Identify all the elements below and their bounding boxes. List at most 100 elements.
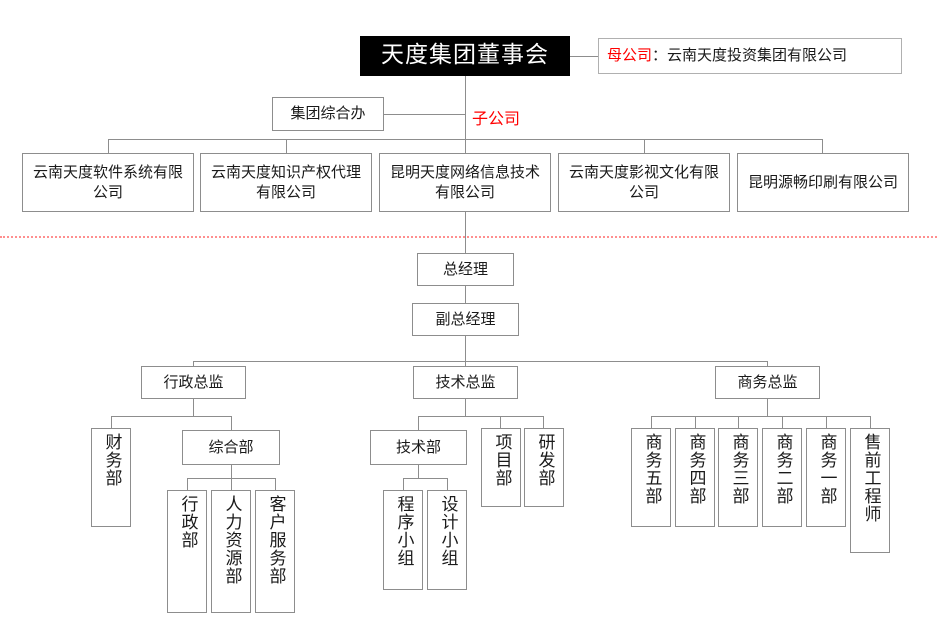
subsidiary-label-1: 云南天度软件系统有限公司	[33, 163, 184, 201]
connector-subsidiary-drop-3	[465, 139, 466, 153]
subsidiary-box-3[interactable]: 昆明天度网络信息技术有限公司	[379, 153, 551, 212]
general-manager-label: 总经理	[442, 259, 488, 278]
customer-service-dept-label: 客户服务部	[265, 495, 286, 585]
general-manager-box[interactable]: 总经理	[417, 253, 514, 286]
connector-tech-drop-dept	[418, 416, 419, 430]
board-header-box[interactable]: 天度集团董事会	[360, 36, 570, 76]
director-box-business[interactable]: 商务总监	[715, 366, 820, 399]
program-group-box[interactable]: 程序小组	[383, 490, 423, 590]
connector-subsidiary-drop-1	[108, 139, 109, 153]
connector-tech-child-drop-2	[447, 478, 448, 490]
director-box-admin[interactable]: 行政总监	[141, 366, 246, 399]
connector-subsidiary-drop-2	[286, 139, 287, 153]
director-label-business: 商务总监	[737, 372, 798, 391]
connector-ga-drop-1	[187, 478, 188, 490]
finance-dept-box[interactable]: 财务部	[91, 428, 131, 527]
subsidiary-label-4: 云南天度影视文化有限公司	[569, 163, 720, 201]
presales-engineer-label: 售前工程师	[860, 433, 881, 523]
business-unit-label-5: 商务五部	[641, 433, 662, 505]
subsidiary-note-label: 子公司	[472, 109, 521, 128]
admin-dept-label: 行政部	[177, 495, 198, 549]
connector-ga-drop-2	[231, 478, 232, 490]
connector-dgm-spine	[465, 336, 466, 361]
connector-tech-child-drop-1	[403, 478, 404, 490]
program-group-label: 程序小组	[393, 495, 414, 567]
tech-dept-label: 技术部	[395, 437, 441, 456]
deputy-general-manager-box[interactable]: 副总经理	[412, 303, 519, 336]
connector-admin-drop-general-affairs	[231, 416, 232, 430]
connector-admin-drop-finance	[111, 416, 112, 428]
group-office-label: 集团综合办	[290, 104, 366, 123]
parent-company-separator: ：	[652, 46, 668, 65]
connector-tech-bus	[418, 416, 543, 417]
parent-company-tag: 母公司	[607, 46, 653, 65]
connector-directors-bus	[193, 361, 767, 362]
board-header-label: 天度集团董事会	[381, 42, 549, 69]
connector-tech-drop-project	[500, 416, 501, 428]
admin-dept-box[interactable]: 行政部	[167, 490, 207, 613]
connector-business-drop-1	[651, 416, 652, 428]
connector-subsidiary-drop-5	[822, 139, 823, 153]
connector-tech-drop-rd	[543, 416, 544, 428]
parent-company-value: 云南天度投资集团有限公司	[667, 46, 848, 65]
connector-tech-spine	[465, 399, 466, 416]
hr-dept-label: 人力资源部	[221, 495, 242, 585]
connector-to-general-manager	[465, 212, 466, 254]
rd-dept-label: 研发部	[534, 433, 555, 487]
finance-dept-label: 财务部	[101, 433, 122, 487]
connector-director-drop-3	[767, 361, 768, 366]
director-box-tech[interactable]: 技术总监	[413, 366, 518, 399]
design-group-box[interactable]: 设计小组	[427, 490, 467, 590]
subsidiary-box-5[interactable]: 昆明源畅印刷有限公司	[737, 153, 909, 212]
business-unit-box-4[interactable]: 商务四部	[675, 428, 715, 527]
subsidiary-box-2[interactable]: 云南天度知识产权代理有限公司	[200, 153, 372, 212]
customer-service-dept-box[interactable]: 客户服务部	[255, 490, 295, 613]
subsidiary-label-2: 云南天度知识产权代理有限公司	[211, 163, 362, 201]
business-unit-box-2[interactable]: 商务二部	[762, 428, 802, 527]
tech-dept-box[interactable]: 技术部	[370, 430, 467, 465]
director-label-tech: 技术总监	[435, 372, 496, 391]
general-affairs-box[interactable]: 综合部	[182, 430, 280, 465]
connector-tech-dept-spine	[418, 465, 419, 478]
parent-company-note[interactable]: 母公司：云南天度投资集团有限公司	[598, 38, 902, 74]
connector-group-office	[384, 114, 465, 115]
project-dept-label: 项目部	[491, 433, 512, 487]
general-affairs-label: 综合部	[208, 437, 254, 456]
connector-business-drop-4	[782, 416, 783, 428]
presales-engineer-box[interactable]: 售前工程师	[850, 428, 890, 553]
business-unit-label-1: 商务一部	[816, 433, 837, 505]
business-unit-box-3[interactable]: 商务三部	[718, 428, 758, 527]
subsidiary-box-4[interactable]: 云南天度影视文化有限公司	[558, 153, 730, 212]
project-dept-box[interactable]: 项目部	[481, 428, 521, 507]
section-divider	[0, 236, 937, 238]
connector-business-drop-3	[738, 416, 739, 428]
connector-ga-drop-3	[275, 478, 276, 490]
connector-director-drop-1	[193, 361, 194, 366]
business-unit-box-1[interactable]: 商务一部	[806, 428, 846, 527]
connector-gm-to-dgm	[465, 286, 466, 303]
connector-business-drop-2	[695, 416, 696, 428]
connector-business-drop-5	[826, 416, 827, 428]
business-unit-box-5[interactable]: 商务五部	[631, 428, 671, 527]
subsidiary-label-5: 昆明源畅印刷有限公司	[748, 172, 899, 191]
connector-admin-bus	[111, 416, 231, 417]
director-label-admin: 行政总监	[163, 372, 224, 391]
hr-dept-box[interactable]: 人力资源部	[211, 490, 251, 613]
connector-business-spine	[767, 399, 768, 416]
rd-dept-box[interactable]: 研发部	[524, 428, 564, 507]
subsidiary-box-1[interactable]: 云南天度软件系统有限公司	[22, 153, 194, 212]
business-unit-label-2: 商务二部	[772, 433, 793, 505]
connector-tech-dept-bus	[403, 478, 447, 479]
connector-business-bus	[651, 416, 870, 417]
business-unit-label-4: 商务四部	[685, 433, 706, 505]
connector-header-to-parent-note	[570, 56, 598, 57]
connector-director-drop-2	[465, 361, 466, 366]
connector-subsidiary-drop-4	[644, 139, 645, 153]
connector-business-drop-6	[870, 416, 871, 428]
connector-general-affairs-spine	[231, 465, 232, 478]
design-group-label: 设计小组	[437, 495, 458, 567]
deputy-general-manager-label: 副总经理	[435, 309, 496, 328]
group-office-box[interactable]: 集团综合办	[272, 97, 384, 131]
connector-admin-spine	[193, 399, 194, 416]
